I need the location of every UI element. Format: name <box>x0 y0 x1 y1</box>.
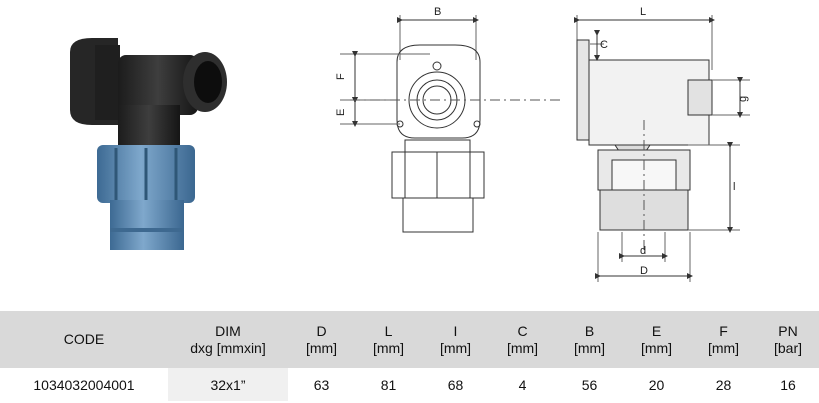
dim-label-B: B <box>434 6 441 18</box>
cell-B: 56 <box>581 376 598 393</box>
dim-label-g: g <box>737 96 749 102</box>
cell-code: 1034032004001 <box>33 376 135 393</box>
table-row: 1034032004001 32x1” 63 81 68 4 56 20 28 … <box>0 368 819 401</box>
cell-C: 4 <box>518 376 527 393</box>
header-C: C[mm] <box>489 311 556 368</box>
cell-F: 28 <box>715 376 732 393</box>
dim-label-L: L <box>640 6 646 18</box>
product-figure-area: B F E L C g l d D <box>70 6 750 282</box>
dim-label-D: D <box>640 265 648 277</box>
technical-drawing: B F E L C g l d D <box>70 6 750 282</box>
header-I: I[mm] <box>422 311 489 368</box>
cell-D: 63 <box>313 376 330 393</box>
dim-label-d: d <box>640 245 646 257</box>
dim-label-l: l <box>733 181 735 193</box>
dim-label-C: C <box>600 39 608 51</box>
cell-I: 68 <box>447 376 464 393</box>
cell-L: 81 <box>380 376 397 393</box>
cell-E: 20 <box>648 376 665 393</box>
side-section-drawing <box>574 15 750 282</box>
header-L: L[mm] <box>355 311 422 368</box>
dim-label-F: F <box>335 73 347 80</box>
product-photo <box>70 38 227 250</box>
cell-PN: 16 <box>780 376 796 393</box>
cell-dim: 32x1” <box>168 368 288 401</box>
header-F: F[mm] <box>690 311 757 368</box>
dim-label-E: E <box>335 109 347 116</box>
header-PN: PN[bar] <box>757 311 819 368</box>
front-view-drawing <box>340 15 560 233</box>
header-code: CODE <box>0 311 168 368</box>
header-B: B[mm] <box>556 311 623 368</box>
header-D: D[mm] <box>288 311 355 368</box>
header-E: E[mm] <box>623 311 690 368</box>
